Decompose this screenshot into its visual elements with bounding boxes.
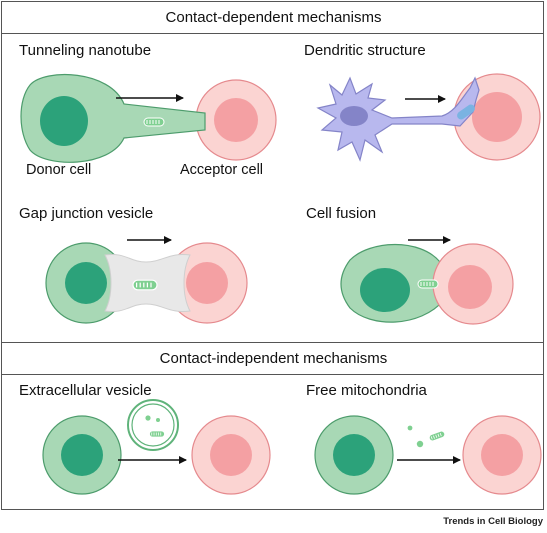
acceptor-nucleus [448,265,492,309]
donor-nucleus [360,268,410,312]
dendritic-structure-illustration [316,73,541,162]
section-title-contact-dependent: Contact-dependent mechanisms [165,9,382,26]
panel-label-tunneling-nanotube: Tunneling nanotube [19,42,152,59]
extracellular-vesicle-illustration [42,399,271,495]
donor-nucleus [40,96,88,146]
section-title-contact-independent: Contact-independent mechanisms [159,350,388,367]
gap-junction-vesicle-illustration [45,236,248,324]
mitochondrion-icon [143,117,165,127]
panel-label-gap-junction-vesicle: Gap junction vesicle [19,205,154,222]
header-divider-2 [1,374,544,375]
mitochondrion-icon [427,429,447,443]
figure-frame [1,1,544,510]
cell-fusion-illustration [340,236,514,325]
panel-label-dendritic-structure: Dendritic structure [304,42,426,59]
journal-credit: Trends in Cell Biology [443,516,543,527]
section-divider [1,342,544,343]
panel-label-extracellular-vesicle: Extracellular vesicle [19,382,152,399]
mitochondrial-fragment [416,440,424,448]
mitochondrion-icon [417,279,439,289]
mitochondrial-fragment [407,425,413,431]
neuron [316,76,480,162]
tunneling-nanotube-illustration [20,73,277,163]
donor-nucleus [61,434,103,476]
mitochondrion-icon [132,279,158,291]
donor-nucleus [333,434,375,476]
caption-acceptor-cell: Acceptor cell [180,162,264,178]
panel-label-free-mitochondria: Free mitochondria [306,382,427,399]
neuron-nucleus [340,106,368,126]
caption-donor-cell: Donor cell [26,162,92,178]
mitochondrion-icon [457,104,475,120]
acceptor-nucleus [186,262,228,304]
header-divider-1 [1,33,544,34]
acceptor-nucleus [210,434,252,476]
free-mitochondria-illustration [314,415,542,495]
vesicle-icon [127,399,179,451]
panel-label-cell-fusion: Cell fusion [306,205,377,222]
acceptor-nucleus [214,98,258,142]
donor-nucleus [65,262,107,304]
acceptor-nucleus [481,434,523,476]
acceptor-nucleus [472,92,522,142]
